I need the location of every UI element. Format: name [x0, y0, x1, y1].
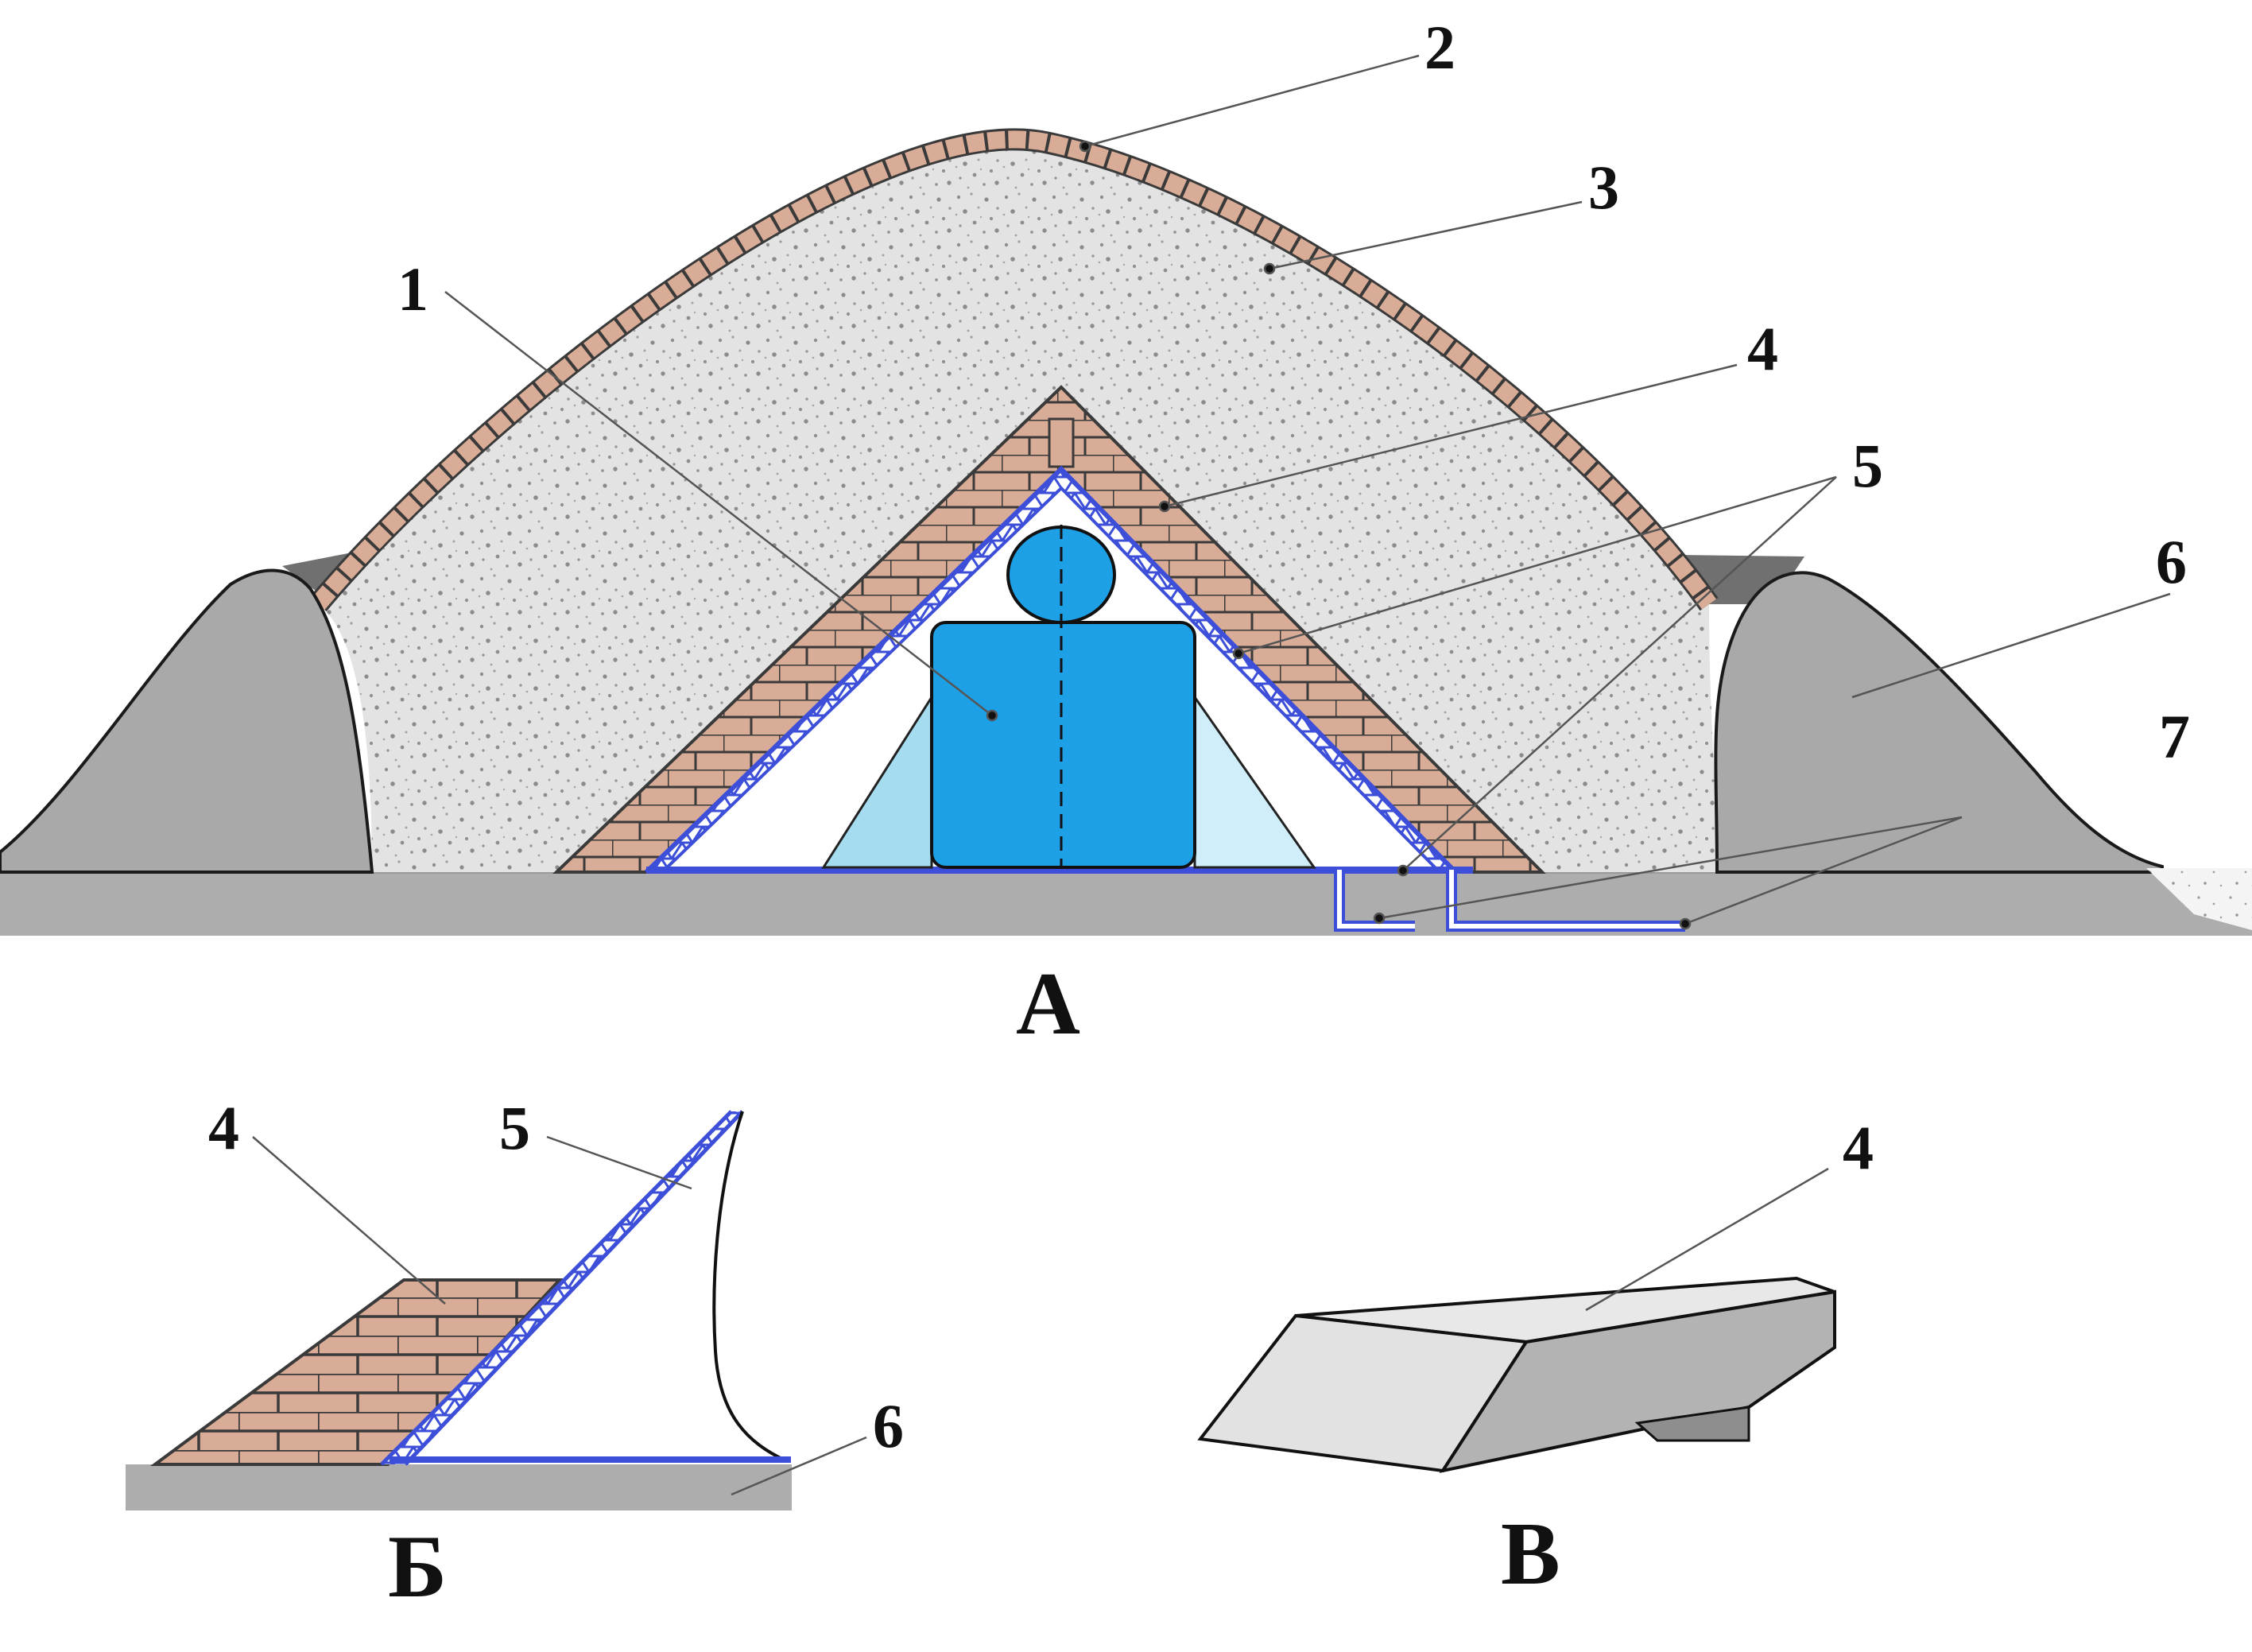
callout-6: 6 — [2156, 527, 2187, 596]
b-truss-edge-inner — [404, 1110, 744, 1466]
b-callout-4: 4 — [208, 1093, 239, 1162]
b-membrane-curve — [712, 1111, 788, 1463]
ridge-brick — [1048, 417, 1075, 468]
ground-base — [0, 872, 2252, 936]
b-floor-membrane — [390, 1456, 791, 1463]
callout-7: 7 — [2159, 702, 2190, 771]
figure-a-cross-section: 1 2 3 4 5 6 7 А — [0, 13, 2252, 1053]
leader-lines-b — [252, 1135, 867, 1496]
left-embankment — [0, 568, 374, 874]
b-brick-panel — [149, 1278, 564, 1466]
b-ground-slab — [126, 1464, 792, 1510]
leader-lines-a — [444, 54, 2171, 930]
figure-b-label: Б — [388, 1518, 447, 1616]
b-callout-5: 5 — [499, 1093, 530, 1162]
v-block-side — [1439, 1289, 1836, 1473]
callout-4: 4 — [1747, 314, 1778, 383]
callout-2: 2 — [1424, 13, 1455, 82]
v-block-notch — [1634, 1406, 1750, 1442]
right-sand-fringe — [2146, 868, 2252, 930]
b-truss-edge-outer — [380, 1110, 733, 1466]
floor-membrane — [646, 867, 1473, 874]
v-callout-4: 4 — [1843, 1113, 1874, 1182]
truss-membrane-inner-line — [661, 486, 1441, 874]
figure-b-detail: 4 5 6 Б — [126, 1093, 904, 1616]
truss-membrane-outline — [644, 465, 1458, 874]
outer-brick-cover-fill — [311, 130, 1716, 611]
callout-1: 1 — [397, 254, 428, 324]
right-embankment — [1714, 571, 2164, 874]
callout-5: 5 — [1852, 431, 1883, 500]
leader-lines-v — [1585, 1167, 1829, 1312]
callout-3: 3 — [1588, 153, 1619, 222]
figure-a-label: А — [1016, 955, 1080, 1053]
drain-pipe-right-inner — [1449, 870, 1685, 929]
b-callout-6: 6 — [873, 1391, 904, 1460]
person-body — [930, 621, 1196, 869]
figure-v-brick-block: 4 В — [1197, 1113, 1874, 1604]
drain-pipe-left-inner — [1337, 870, 1415, 929]
figure-v-label: В — [1501, 1505, 1560, 1604]
